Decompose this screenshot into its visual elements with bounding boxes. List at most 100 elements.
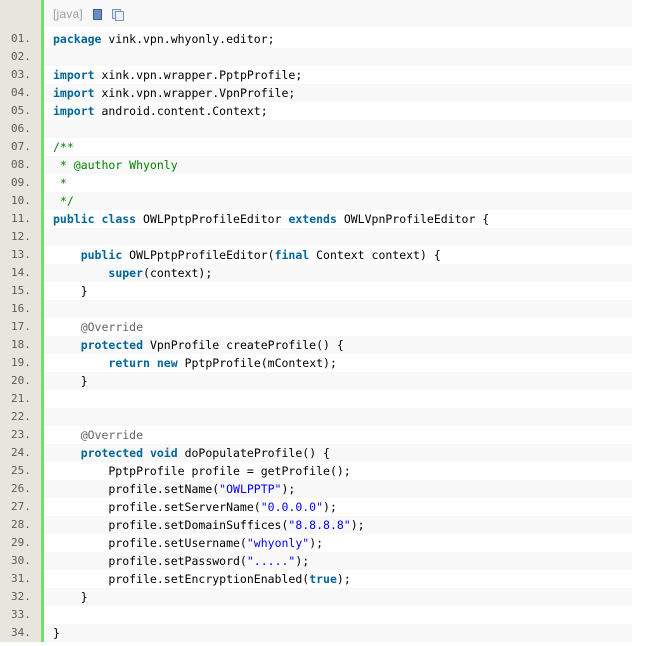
code-token: @Override — [80, 428, 144, 442]
code-token: profile.setServerName( — [53, 500, 261, 514]
code-token — [150, 356, 157, 370]
code-text: @Override — [44, 318, 632, 336]
code-line: 14. super(context); — [0, 264, 632, 282]
code-text — [44, 606, 632, 624]
line-number: 08. — [11, 158, 31, 171]
line-number: 11. — [11, 212, 31, 225]
code-token: void — [149, 446, 178, 460]
line-number: 21. — [11, 392, 31, 405]
line-number: 25. — [11, 464, 31, 477]
code-text: profile.setUsername("whyonly"); — [44, 534, 632, 552]
code-text: profile.setDomainSuffices("8.8.8.8"); — [44, 516, 632, 534]
code-token: xink.vpn.wrapper.VpnProfile; — [94, 86, 296, 100]
line-number: 22. — [11, 410, 31, 423]
code-token: */ — [53, 194, 74, 208]
line-number: 19. — [11, 356, 31, 369]
code-text: } — [44, 624, 632, 642]
code-text: } — [44, 282, 632, 300]
code-text: } — [44, 588, 632, 606]
code-line: 03.import xink.vpn.wrapper.PptpProfile; — [0, 66, 632, 84]
code-token: ); — [295, 554, 310, 568]
code-token: profile.setUsername( — [53, 536, 247, 550]
line-number-gutter — [0, 0, 41, 642]
code-token: profile.setEncryptionEnabled( — [53, 572, 310, 586]
code-token: "8.8.8.8" — [288, 518, 351, 532]
code-token: OWLVpnProfileEditor { — [336, 212, 490, 226]
line-number: 15. — [11, 284, 31, 297]
code-token: final — [274, 248, 310, 262]
code-token: (context); — [143, 266, 213, 280]
code-token: @Override — [80, 320, 144, 334]
copy-to-clipboard-icon[interactable] — [111, 8, 124, 21]
code-text: PptpProfile profile = getProfile(); — [44, 462, 632, 480]
code-token — [53, 320, 81, 334]
code-token: vink.vpn.whyonly.editor; — [101, 32, 275, 46]
code-line: 16. — [0, 300, 632, 318]
code-token: import — [53, 104, 95, 118]
code-token: "OWLPPTP" — [219, 482, 282, 496]
code-token: PptpProfile(mContext); — [177, 356, 337, 370]
line-number: 27. — [11, 500, 31, 513]
code-line: 28. profile.setDomainSuffices("8.8.8.8")… — [0, 516, 632, 534]
code-token: protected — [80, 338, 144, 352]
line-number: 18. — [11, 338, 31, 351]
code-line: 31. profile.setEncryptionEnabled(true); — [0, 570, 632, 588]
code-token: "whyonly" — [246, 536, 310, 550]
code-token: import — [53, 86, 95, 100]
code-token: profile.setName( — [53, 482, 220, 496]
code-token — [53, 428, 81, 442]
code-token: ); — [309, 536, 324, 550]
code-text: protected VpnProfile createProfile() { — [44, 336, 632, 354]
code-token: doPopulateProfile() { — [177, 446, 330, 460]
code-token: ); — [323, 500, 337, 514]
code-token: class — [101, 212, 137, 226]
line-number: 12. — [11, 230, 31, 243]
code-token: } — [53, 374, 88, 388]
code-line: 08. * @author Whyonly — [0, 156, 632, 174]
code-token: /** — [53, 140, 74, 154]
code-text: import xink.vpn.wrapper.VpnProfile; — [44, 84, 632, 102]
code-text — [44, 300, 632, 318]
code-line: 01.package vink.vpn.whyonly.editor; — [0, 30, 632, 48]
code-toolbar: [java] — [44, 0, 632, 27]
code-token: xink.vpn.wrapper.PptpProfile; — [94, 68, 303, 82]
code-token: new — [156, 356, 178, 370]
code-line: 09. * — [0, 174, 632, 192]
code-token: import — [53, 68, 95, 82]
code-token: profile.setPassword( — [53, 554, 247, 568]
code-text: package vink.vpn.whyonly.editor; — [44, 30, 632, 48]
code-token: * — [53, 176, 67, 190]
line-number: 14. — [11, 266, 31, 279]
code-token — [53, 338, 81, 352]
code-line: 17. @Override — [0, 318, 632, 336]
view-source-icon[interactable] — [91, 8, 103, 20]
code-text: import android.content.Context; — [44, 102, 632, 120]
code-text — [44, 48, 632, 66]
code-token: ); — [281, 482, 296, 496]
code-token — [143, 446, 150, 460]
code-text — [44, 408, 632, 426]
code-token — [53, 356, 108, 370]
code-token: VpnProfile createProfile() { — [143, 338, 344, 352]
code-line: 20. } — [0, 372, 632, 390]
line-number: 09. — [11, 176, 31, 189]
line-number: 10. — [11, 194, 31, 207]
gutter-border — [41, 0, 44, 642]
line-number: 02. — [11, 50, 31, 63]
line-number: 24. — [11, 446, 31, 459]
code-line: 22. — [0, 408, 632, 426]
code-line: 29. profile.setUsername("whyonly"); — [0, 534, 632, 552]
line-number: 26. — [11, 482, 31, 495]
code-line: 32. } — [0, 588, 632, 606]
code-text: profile.setName("OWLPPTP"); — [44, 480, 632, 498]
code-token: profile.setDomainSuffices( — [53, 518, 289, 532]
code-token: protected — [80, 446, 144, 460]
code-text — [44, 120, 632, 138]
code-line: 10. */ — [0, 192, 632, 210]
code-token: } — [53, 590, 88, 604]
code-text: */ — [44, 192, 632, 210]
code-line: 12. — [0, 228, 632, 246]
code-line: 05.import android.content.Context; — [0, 102, 632, 120]
code-line: 26. profile.setName("OWLPPTP"); — [0, 480, 632, 498]
code-text: * — [44, 174, 632, 192]
